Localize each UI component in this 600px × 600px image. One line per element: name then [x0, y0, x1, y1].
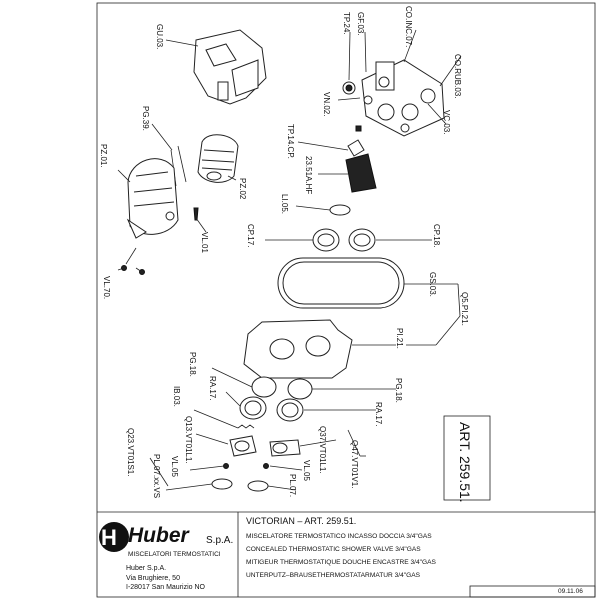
callout-vn: VN.02. [322, 92, 331, 116]
gs-gasket-part [277, 257, 405, 309]
callout-q13: Q13.VT01L1. [184, 416, 193, 464]
callout-gf: GF.03. [356, 12, 365, 36]
svg-text:H: H [101, 525, 117, 550]
ra-pg-rings-part [239, 376, 313, 422]
callout-gs: GS.03. [428, 272, 437, 297]
callout-tp24: TP.24. [342, 12, 351, 35]
callout-cp18: CP.18. [432, 224, 441, 247]
brand-tagline: MISCELATORI TERMOSTATICI [128, 551, 221, 558]
valve-body-part [342, 59, 445, 137]
brand-street: Via Brughiere, 50 [126, 575, 180, 582]
callout-corub: CO.RUB.03. [453, 54, 462, 98]
callout-a235: 23.51A.HF [304, 156, 313, 194]
callout-vc: VC.03. [442, 110, 451, 134]
brand-company: Huber S.p.A. [126, 565, 167, 572]
sheet-border [96, 2, 596, 598]
callout-ra17b: RA.17. [374, 402, 383, 426]
callout-ib: IB.03. [172, 386, 181, 407]
callout-pg39: PG.39. [141, 106, 150, 131]
brand-city: I-28017 San Maurizio NO [126, 584, 205, 591]
pi-plate-part [243, 319, 353, 379]
callout-cp17: CP.17. [246, 224, 255, 247]
gu-housing-part [193, 29, 267, 105]
product-title: VICTORIAN – ART. 259.51. [246, 516, 357, 526]
callout-q47: Q47.VT01V1. [350, 440, 359, 488]
title-line-it: MISCELATORE TERMOSTATICO INCASSO DOCCIA … [246, 533, 432, 540]
callout-q5: Q5.PI.21. [460, 292, 469, 326]
callout-vl70: VL.70. [102, 276, 111, 299]
pz02-knob-part [197, 134, 239, 183]
callout-pz02: PZ.02 [238, 178, 247, 200]
brand-suffix: S.p.A. [206, 535, 234, 546]
callout-tp14: TP.14.CP. [286, 124, 295, 159]
cartridge-part [329, 125, 377, 216]
callout-vl05b: VL.05 [302, 460, 311, 481]
callout-vl01: VL.01 [200, 232, 209, 253]
drawing-date: 09.11.06 [558, 588, 583, 595]
callout-pi: PI.21. [395, 328, 404, 349]
title-line-fr: MITIGEUR THERMOSTATIQUE DOUCHE ENCASTRE … [246, 559, 436, 566]
callout-plxx: PL.07.xx.VS [152, 454, 161, 498]
ib-spring-part [237, 424, 255, 429]
callout-li: LI.05. [280, 194, 289, 214]
callout-q37: Q37.VT01L1. [318, 426, 327, 474]
brand-name: Huber [128, 524, 189, 547]
callout-labels: GU.03. CO.INC.07. GF.03. TP.24. CO.RUB.0… [99, 6, 473, 503]
callout-pg18a: PG.18. [188, 352, 197, 377]
callout-pz01: PZ.01. [99, 144, 108, 168]
callout-q23: Q23.VT01S1. [126, 428, 135, 476]
art-number: ART. 259.51. [457, 422, 473, 503]
title-line-de: UNTERPUTZ–BRAUSETHERMOSTATARMATUR 3/4"GA… [246, 572, 421, 579]
callout-vl05a: VL.05 [170, 456, 179, 477]
art-box [443, 415, 491, 501]
callout-coinc: CO.INC.07. [404, 6, 413, 47]
pz01-handle-part [126, 158, 179, 239]
callout-ra17a: RA.17. [208, 376, 217, 400]
callout-pg18b: PG.18. [394, 378, 403, 403]
cp-rings-part [312, 228, 376, 252]
title-line-en: CONCEALED THERMOSTATIC SHOWER VALVE 3/4"… [246, 546, 421, 553]
callout-pl07: PL.07. [288, 474, 297, 497]
fittings-part [211, 435, 301, 492]
date-box [469, 585, 596, 598]
callout-gu: GU.03. [155, 24, 164, 49]
leader-lines [117, 29, 462, 491]
